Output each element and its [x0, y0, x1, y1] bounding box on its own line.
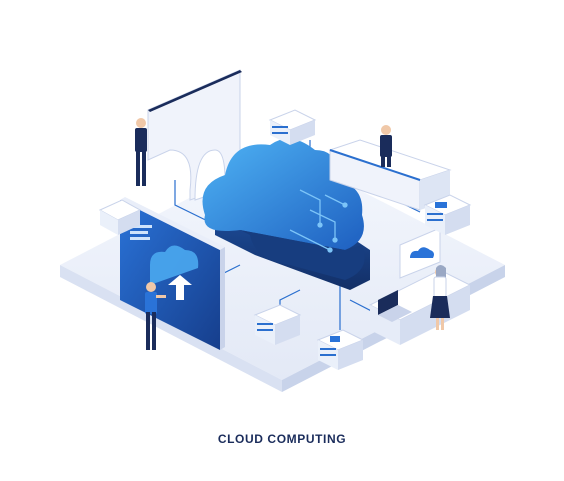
person-icon: [430, 265, 450, 330]
person-icon: [145, 282, 166, 350]
caption-title: CLOUD COMPUTING: [217, 432, 347, 446]
left-display-screen: [120, 197, 225, 350]
person-icon: [380, 125, 392, 167]
circuit-icon: [289, 189, 348, 253]
monitor-screen: [399, 227, 441, 279]
isometric-illustration: [60, 69, 505, 392]
server-icon: [316, 329, 365, 370]
server-icon: [98, 199, 142, 235]
server-icon: [253, 304, 302, 345]
server-icon: [423, 194, 472, 235]
upload-icon: [150, 245, 199, 300]
laptop-icon: [378, 290, 412, 322]
cloud-icon: [202, 138, 370, 290]
server-icon: [268, 109, 317, 145]
person-icon: [135, 118, 147, 186]
